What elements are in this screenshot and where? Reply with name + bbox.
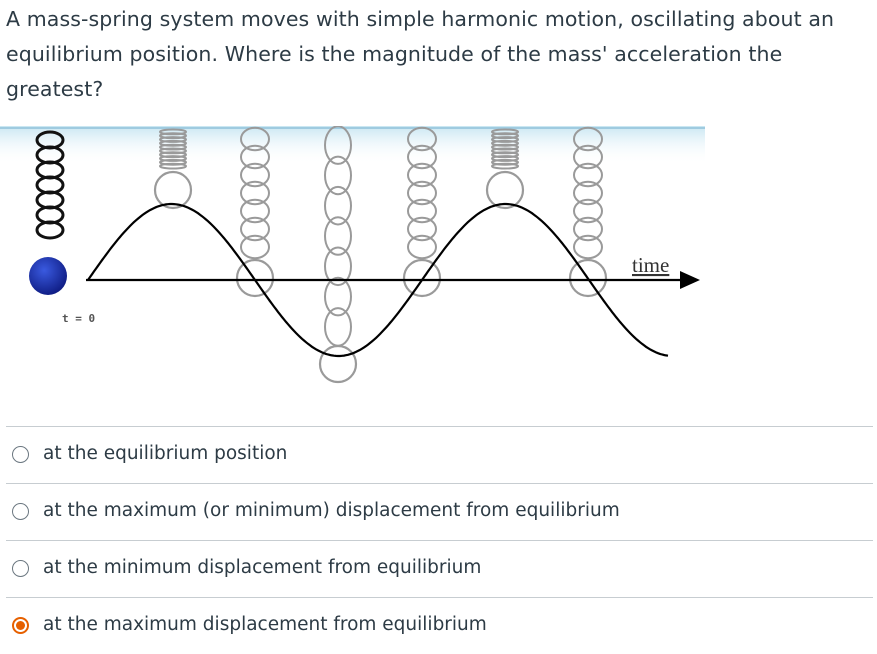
spring-coil bbox=[35, 220, 65, 240]
mass-ring bbox=[235, 258, 275, 298]
spring-coil bbox=[159, 128, 187, 136]
spring-coil bbox=[240, 162, 270, 188]
spring-coil bbox=[573, 144, 603, 170]
spring-coil bbox=[491, 151, 519, 159]
spring-coil bbox=[159, 162, 187, 170]
spring-coil bbox=[407, 216, 437, 242]
spring-coil bbox=[573, 216, 603, 242]
spring-coil bbox=[240, 216, 270, 242]
option-label: at the maximum displacement from equilib… bbox=[43, 614, 487, 635]
spring-coil bbox=[573, 234, 603, 260]
spring-coil bbox=[407, 162, 437, 188]
mass-ring bbox=[485, 170, 525, 210]
spring-coil bbox=[159, 132, 187, 140]
spring-coil bbox=[324, 216, 352, 256]
displacement-curve bbox=[87, 202, 669, 358]
spring-coil bbox=[407, 198, 437, 224]
mass-ring bbox=[153, 170, 193, 210]
time-axis-label: time bbox=[632, 253, 669, 277]
spring-coil bbox=[159, 136, 187, 143]
option-max-displacement[interactable]: at the maximum displacement from equilib… bbox=[6, 597, 873, 654]
mass-ring bbox=[318, 344, 358, 384]
spring-coil bbox=[324, 185, 352, 226]
spring-coil bbox=[491, 155, 519, 162]
spring-coil bbox=[407, 180, 437, 206]
spring-coil bbox=[159, 155, 187, 162]
spring-coil bbox=[573, 126, 603, 152]
option-max-or-min-displacement[interactable]: at the maximum (or minimum) displacement… bbox=[6, 483, 873, 540]
option-equilibrium[interactable]: at the equilibrium position bbox=[6, 426, 873, 483]
spring-coil bbox=[573, 162, 603, 188]
spring-coil bbox=[491, 128, 519, 136]
spring-coil bbox=[491, 147, 519, 155]
mass-ring bbox=[402, 258, 442, 298]
radio-button-selected[interactable] bbox=[12, 617, 29, 634]
spring-coil bbox=[573, 180, 603, 206]
sho-diagram: time t = 0 bbox=[0, 126, 705, 384]
option-label: at the maximum (or minimum) displacement… bbox=[43, 500, 620, 521]
spring-coil bbox=[491, 136, 519, 143]
spring-coil bbox=[240, 126, 270, 152]
spring-coil bbox=[407, 126, 437, 152]
spring-coil bbox=[240, 234, 270, 260]
question-text: A mass-spring system moves with simple h… bbox=[6, 7, 835, 101]
spring-coil bbox=[159, 147, 187, 155]
spring-coil bbox=[491, 132, 519, 140]
initial-spring-icon bbox=[35, 130, 65, 240]
mass-ring bbox=[568, 258, 608, 298]
option-label: at the minimum displacement from equilib… bbox=[43, 557, 482, 578]
spring-coil bbox=[324, 276, 352, 317]
springs-group bbox=[153, 126, 608, 384]
spring-coil bbox=[240, 180, 270, 206]
spring-coil bbox=[324, 155, 352, 196]
spring-coil bbox=[407, 144, 437, 170]
spring-coil bbox=[324, 126, 352, 165]
answer-options: at the equilibrium position at the maxim… bbox=[0, 426, 877, 654]
spring-coil bbox=[159, 151, 187, 159]
spring-coil bbox=[240, 198, 270, 224]
spring-coil bbox=[240, 144, 270, 170]
option-min-displacement[interactable]: at the minimum displacement from equilib… bbox=[6, 540, 873, 597]
radio-button[interactable] bbox=[12, 446, 29, 463]
spring-coil bbox=[573, 198, 603, 224]
spring-coil bbox=[407, 234, 437, 260]
radio-button[interactable] bbox=[12, 503, 29, 520]
spring-coil bbox=[491, 162, 519, 170]
spring-coil bbox=[324, 307, 352, 347]
spring-coil bbox=[324, 246, 352, 287]
mass-ball-icon bbox=[29, 257, 67, 295]
radio-button[interactable] bbox=[12, 560, 29, 577]
arrow-right-icon bbox=[680, 271, 700, 289]
t0-label: t = 0 bbox=[62, 312, 95, 325]
option-label: at the equilibrium position bbox=[43, 443, 288, 464]
